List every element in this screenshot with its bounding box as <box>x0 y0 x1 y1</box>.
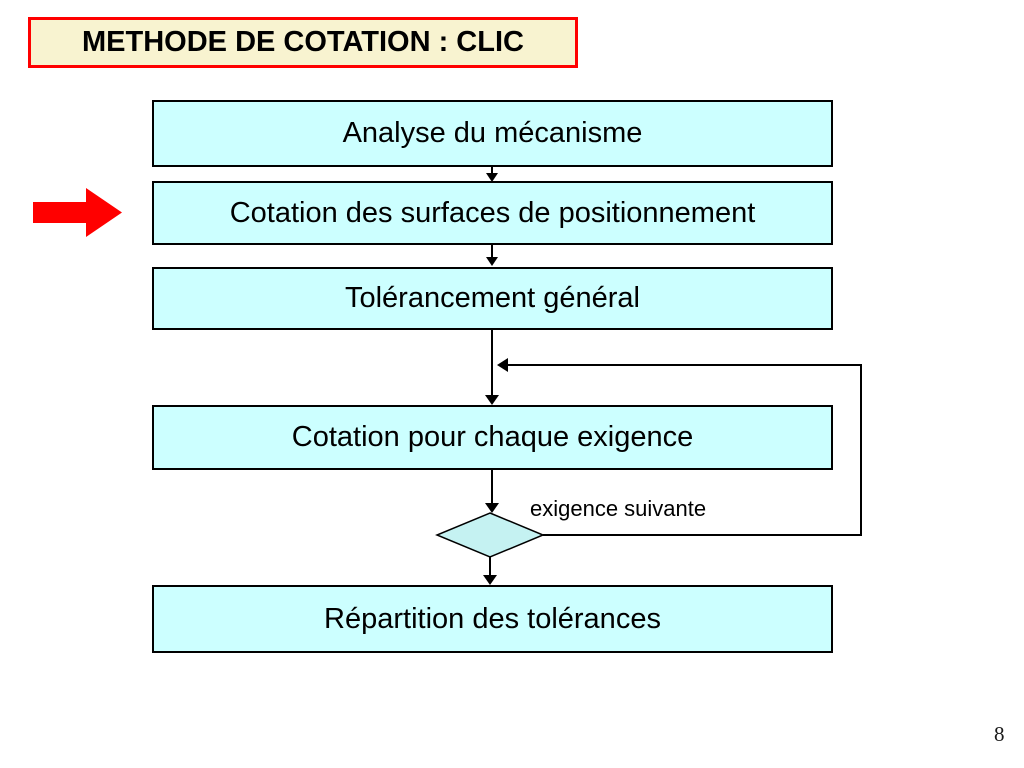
decision-diamond <box>435 512 545 558</box>
flow-step-analyse-mecanisme: Analyse du mécanisme <box>152 100 833 167</box>
arrowhead-into-cotation-exigence <box>485 395 499 405</box>
decision-label: exigence suivante <box>530 496 707 521</box>
flow-step-cotation-surfaces: Cotation des surfaces de positionnement <box>152 181 833 245</box>
arrowhead-into-tolerancement <box>486 257 498 266</box>
slide-title: METHODE DE COTATION : CLIC <box>28 17 578 68</box>
feedback-loop-arrowhead <box>497 358 508 372</box>
flow-step-cotation-exigence: Cotation pour chaque exigence <box>152 405 833 470</box>
arrowhead-into-repartition <box>483 575 497 585</box>
red-right-arrow-shape <box>33 188 122 237</box>
flow-step-repartition-tolerances: Répartition des tolérances <box>152 585 833 653</box>
arrowhead-into-decision <box>485 503 499 513</box>
page-number: 8 <box>994 722 1005 746</box>
red-right-arrow-icon <box>33 188 122 237</box>
flow-step-tolerancement-general: Tolérancement général <box>152 267 833 330</box>
